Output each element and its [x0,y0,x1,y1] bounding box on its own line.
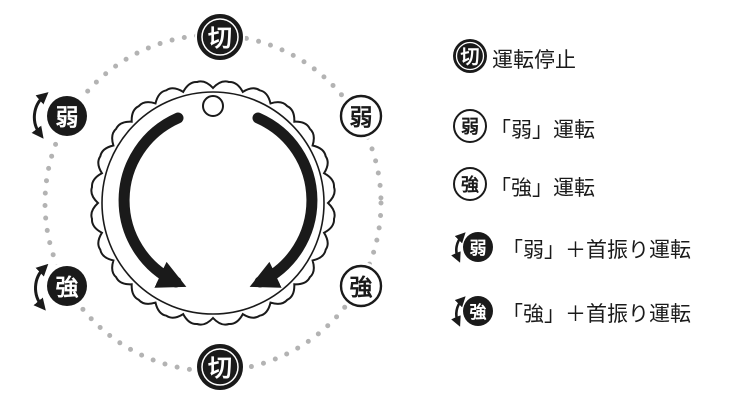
right-rotation-arrow [249,112,318,288]
legend-icon-label: 強 [461,174,479,196]
strong-icon: 強 [453,167,487,201]
swing-arrow-icon [451,232,466,263]
position-strong: 強 [337,262,385,310]
position-weak-swing-label: 弱 [56,105,79,131]
position-off-top-label: 切 [208,24,232,52]
position-weak-label: 弱 [350,105,373,131]
weak-icon: 弱 [453,109,487,143]
legend-label-off: 運転停止 [492,48,576,72]
knob-inner-ring [101,91,325,315]
position-weak: 弱 [337,92,385,140]
position-strong-swing-label: 強 [56,275,79,301]
swing-arrow-icon [451,296,466,327]
off-icon: 切 [453,39,487,73]
weak-swing-icon: 弱 [451,232,493,263]
swing-arrow-icon [31,92,49,139]
strong-swing-icon: 強 [451,296,493,327]
legend-label-strong-swing: 「強」＋首振り運転 [502,302,691,326]
legend-label-strong: 「強」運転 [490,176,595,200]
position-off-top: 切 [195,12,245,62]
position-off-bottom-label: 切 [208,354,232,382]
legend-icon-label: 強 [470,302,487,323]
legend-icon-label: 切 [460,46,479,68]
knob-indicator-dot [202,95,224,117]
legend-icon-label: 弱 [470,239,487,259]
position-strong-label: 強 [350,275,373,301]
legend-icon-label: 弱 [461,117,479,138]
left-rotation-arrow [118,112,187,288]
position-strong-swing: 強 [33,262,91,311]
rotary-dial-diagram: 切 弱 強 切 弱 強 [31,12,385,392]
position-weak-swing: 弱 [31,92,91,140]
legend-label-weak: 「弱」運転 [490,118,595,142]
legend-label-weak-swing: 「弱」＋首振り運転 [502,238,691,262]
swing-arrow-icon [33,263,49,311]
position-off-bottom: 切 [195,342,245,392]
